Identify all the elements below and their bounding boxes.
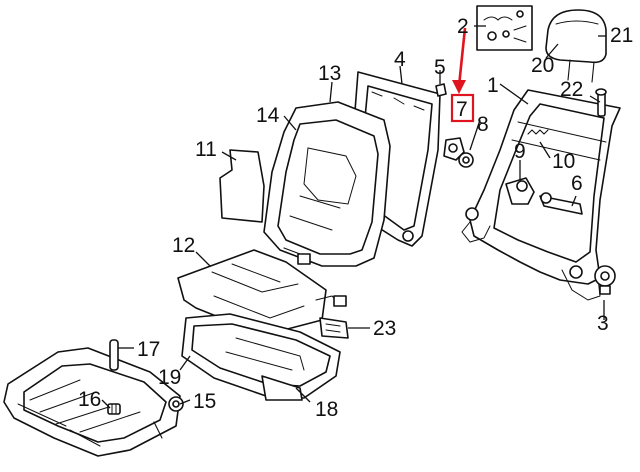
callout-18: 18 bbox=[315, 398, 338, 421]
side-panel bbox=[219, 149, 265, 223]
callout-17: 17 bbox=[137, 338, 160, 361]
callout-12: 12 bbox=[172, 234, 195, 257]
adjuster bbox=[539, 192, 583, 215]
callout-14: 14 bbox=[256, 104, 280, 127]
callout-13: 13 bbox=[318, 62, 341, 85]
callout-9: 9 bbox=[514, 140, 526, 163]
heater-mat bbox=[177, 247, 347, 333]
callout-4: 4 bbox=[394, 48, 406, 71]
lever bbox=[443, 137, 465, 161]
callout-7: 7 bbox=[456, 98, 468, 121]
headrest-guide bbox=[595, 88, 607, 117]
connector bbox=[319, 317, 349, 339]
leader-lines bbox=[101, 25, 606, 409]
bolt bbox=[107, 403, 121, 415]
seat-back-frame bbox=[461, 89, 621, 301]
callout-6: 6 bbox=[571, 172, 583, 195]
callout-3: 3 bbox=[597, 312, 609, 335]
callout-5: 5 bbox=[434, 56, 446, 79]
highlight-indicator bbox=[450, 27, 475, 123]
callout-23: 23 bbox=[373, 317, 396, 340]
callout-10: 10 bbox=[552, 150, 575, 173]
callout-2: 2 bbox=[457, 15, 469, 38]
callout-1: 1 bbox=[487, 74, 499, 97]
callout-20: 20 bbox=[531, 54, 554, 77]
clip-kit bbox=[476, 5, 533, 51]
recliner-knob bbox=[594, 265, 616, 295]
callout-8: 8 bbox=[477, 113, 489, 136]
strut bbox=[109, 339, 119, 371]
callout-21: 21 bbox=[610, 24, 633, 47]
panel-clip bbox=[435, 83, 447, 103]
recliner-motor bbox=[505, 177, 535, 205]
spring bbox=[527, 129, 549, 135]
callout-11: 11 bbox=[195, 138, 217, 161]
callout-19: 19 bbox=[158, 366, 181, 389]
headrest bbox=[545, 9, 607, 83]
seat-cushion bbox=[181, 313, 341, 401]
seat-track-frame bbox=[3, 347, 184, 457]
callout-15: 15 bbox=[193, 390, 216, 413]
knob bbox=[458, 152, 474, 168]
backrest-cushion bbox=[263, 101, 391, 267]
callout-22: 22 bbox=[560, 78, 583, 101]
callout-labels: 1 2 3 4 5 6 7 8 9 10 11 12 13 14 15 16 1… bbox=[78, 15, 633, 421]
callout-16: 16 bbox=[78, 388, 101, 411]
